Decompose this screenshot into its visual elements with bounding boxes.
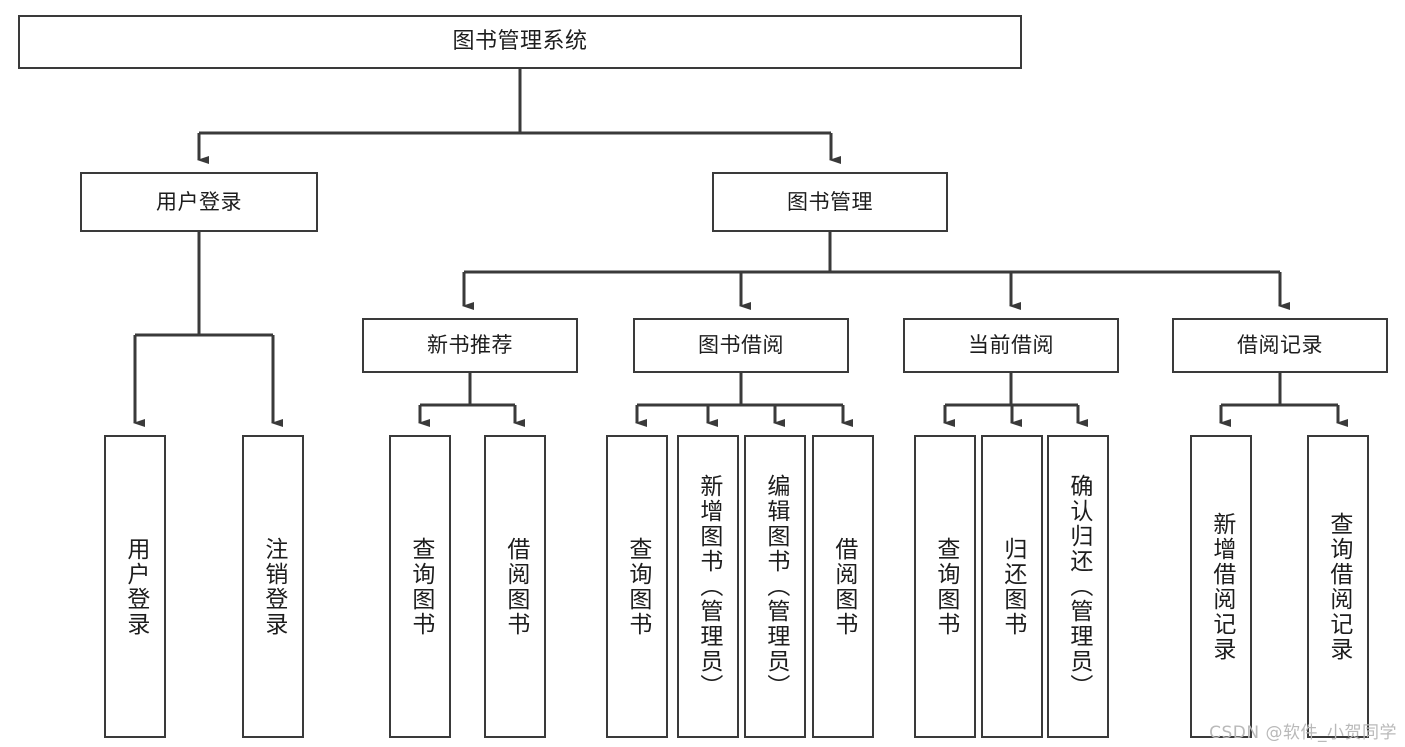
watermark-text: CSDN @软件_小贺同学	[1209, 723, 1397, 743]
node-leaf-add-book-admin-label: 新增图书（管理员）	[695, 474, 722, 699]
node-new-book-recommendation-label: 新书推荐	[427, 333, 513, 357]
node-leaf-current-query-book-label: 查询图书	[932, 536, 959, 637]
node-book-management[interactable]: 图书管理	[712, 172, 948, 232]
node-new-book-recommendation[interactable]: 新书推荐	[362, 318, 578, 373]
node-leaf-return-book[interactable]: 归还图书	[981, 435, 1043, 738]
node-user-login-label: 用户登录	[156, 189, 242, 214]
node-leaf-borrow-book-label: 借阅图书	[830, 536, 857, 637]
node-root-system-label: 图书管理系统	[452, 29, 588, 54]
node-borrowing-record[interactable]: 借阅记录	[1172, 318, 1388, 373]
node-leaf-user-login[interactable]: 用户登录	[104, 435, 166, 738]
node-leaf-current-query-book[interactable]: 查询图书	[914, 435, 976, 738]
node-leaf-borrow-query-book-label: 查询图书	[624, 536, 651, 637]
node-leaf-borrow-query-book[interactable]: 查询图书	[606, 435, 668, 738]
node-leaf-user-login-label: 用户登录	[122, 536, 149, 637]
node-root-system[interactable]: 图书管理系统	[18, 15, 1022, 69]
node-book-borrowing-label: 图书借阅	[698, 333, 784, 357]
node-leaf-add-borrow-record-label: 新增借阅记录	[1208, 511, 1235, 662]
node-leaf-borrow-book[interactable]: 借阅图书	[812, 435, 874, 738]
node-book-borrowing[interactable]: 图书借阅	[633, 318, 849, 373]
node-leaf-confirm-return-admin[interactable]: 确认归还（管理员）	[1047, 435, 1109, 738]
node-leaf-logout[interactable]: 注销登录	[242, 435, 304, 738]
node-book-management-label: 图书管理	[787, 189, 873, 214]
node-leaf-newbook-borrow-book[interactable]: 借阅图书	[484, 435, 546, 738]
node-leaf-newbook-borrow-book-label: 借阅图书	[502, 536, 529, 637]
node-borrowing-record-label: 借阅记录	[1237, 333, 1323, 357]
node-current-borrowing-label: 当前借阅	[968, 333, 1054, 357]
node-leaf-edit-book-admin-label: 编辑图书（管理员）	[762, 474, 789, 699]
node-leaf-edit-book-admin[interactable]: 编辑图书（管理员）	[744, 435, 806, 738]
node-leaf-confirm-return-admin-label: 确认归还（管理员）	[1065, 474, 1092, 699]
node-leaf-logout-label: 注销登录	[260, 536, 287, 637]
node-leaf-newbook-query-book-label: 查询图书	[407, 536, 434, 637]
node-leaf-query-borrow-record-label: 查询借阅记录	[1325, 511, 1352, 662]
node-leaf-return-book-label: 归还图书	[999, 536, 1026, 637]
node-leaf-query-borrow-record[interactable]: 查询借阅记录	[1307, 435, 1369, 738]
node-leaf-add-borrow-record[interactable]: 新增借阅记录	[1190, 435, 1252, 738]
node-leaf-newbook-query-book[interactable]: 查询图书	[389, 435, 451, 738]
node-current-borrowing[interactable]: 当前借阅	[903, 318, 1119, 373]
node-leaf-add-book-admin[interactable]: 新增图书（管理员）	[677, 435, 739, 738]
node-user-login[interactable]: 用户登录	[80, 172, 318, 232]
